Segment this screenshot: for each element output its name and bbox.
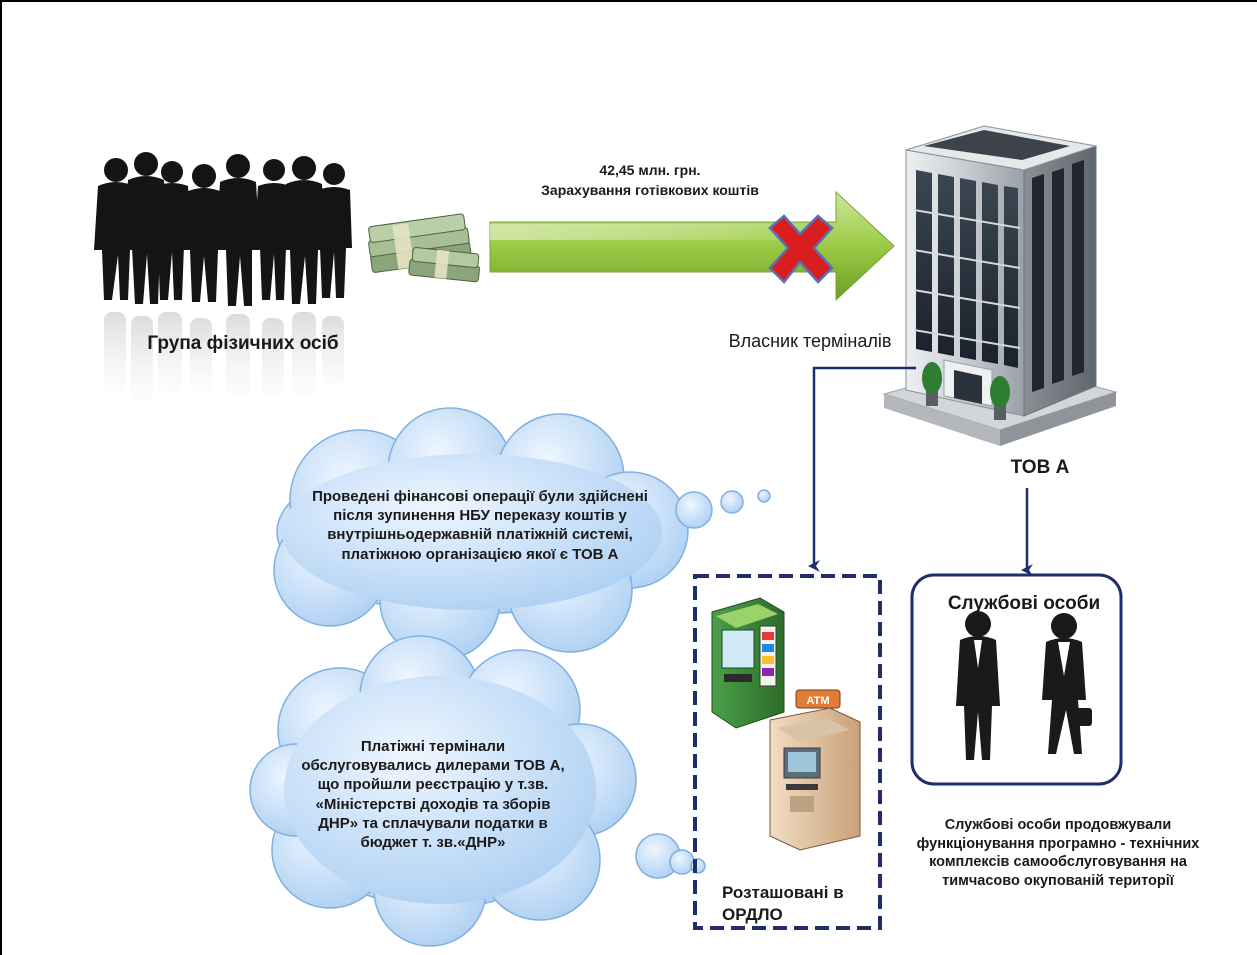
company-name-label: ТОВ А (1010, 457, 1070, 478)
money-amount-label: 42,45 млн. грн. (599, 162, 701, 178)
money-flow-description: Зарахування готівкових коштів (541, 182, 759, 198)
atm-sign-text: ATM (806, 695, 829, 707)
cloud-operations-text: Проведені фінансові операції були здійсн… (312, 488, 648, 563)
thought-cloud-terminals (249, 635, 706, 947)
payment-kiosk-icon (711, 597, 785, 729)
people-group-icon (94, 152, 352, 402)
official-person-icon (956, 611, 1000, 760)
official-with-briefcase-icon (1042, 613, 1092, 754)
blocked-cross-icon (768, 214, 834, 284)
officials-description: Службові особи продовжували функціонуван… (916, 817, 1200, 889)
money-stack-icon (368, 213, 480, 283)
thought-cloud-operations (273, 407, 771, 661)
terminal-owner-label: Власник терміналів (728, 331, 892, 351)
money-flow-arrow (489, 190, 895, 302)
officials-title: Службові особи (947, 593, 1101, 614)
group-label: Група фізичних осіб (147, 333, 339, 354)
company-building-icon (882, 125, 1118, 446)
owner-to-terminals-connector (808, 366, 916, 572)
cloud-terminals-text: Платіжні термінали обслуговувались дилер… (301, 738, 565, 851)
terminals-box (693, 574, 882, 930)
atm-icon: ATM (769, 689, 861, 851)
terminals-location-label: Розташовані в ОРДЛО (722, 883, 844, 924)
